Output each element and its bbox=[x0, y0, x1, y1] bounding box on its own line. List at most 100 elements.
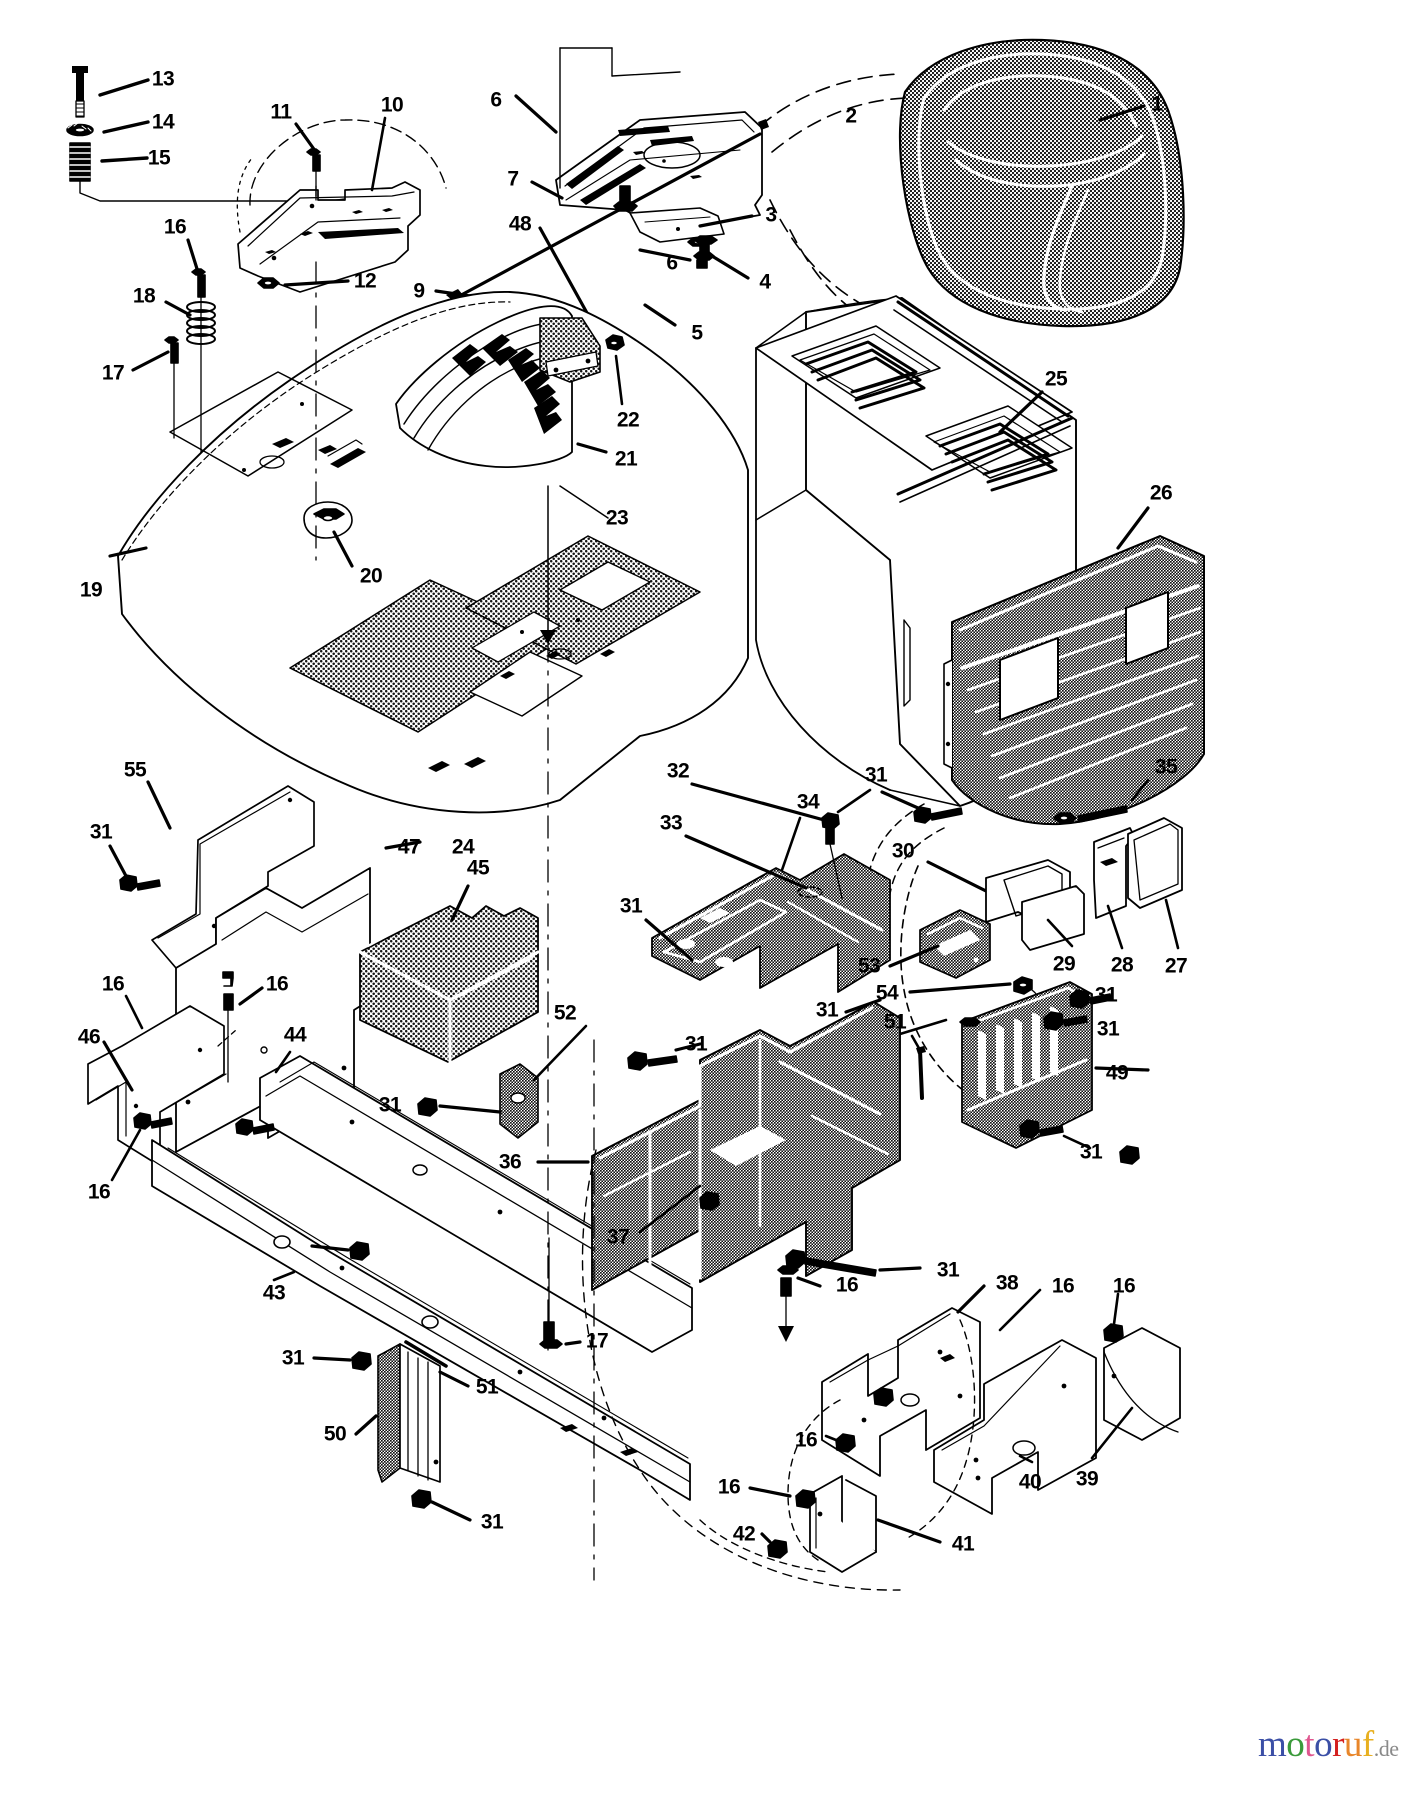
callout-31-f: 31 bbox=[1096, 1017, 1120, 1041]
callout-41: 41 bbox=[951, 1532, 975, 1556]
part-31-nut-a bbox=[959, 1017, 981, 1027]
callout-28: 28 bbox=[1110, 953, 1134, 977]
part-23-decal bbox=[452, 334, 562, 434]
callout-7: 7 bbox=[507, 167, 519, 191]
callout-45: 45 bbox=[466, 856, 490, 880]
part-53-bracket bbox=[919, 909, 991, 979]
callout-31-i: 31 bbox=[1079, 1140, 1103, 1164]
part-51-rod-a bbox=[916, 1046, 926, 1100]
callout-38: 38 bbox=[995, 1271, 1019, 1295]
part-27-cover bbox=[1127, 817, 1183, 909]
callout-2: 2 bbox=[845, 104, 857, 128]
part-12-nut bbox=[257, 277, 280, 289]
callout-4: 4 bbox=[759, 270, 771, 294]
part-29-lens bbox=[985, 859, 1085, 951]
callout-18: 18 bbox=[132, 284, 156, 308]
callout-40: 40 bbox=[1018, 1470, 1042, 1494]
callout-16-d: 16 bbox=[87, 1180, 111, 1204]
part-52-clip bbox=[499, 1063, 539, 1139]
callout-42: 42 bbox=[732, 1522, 756, 1546]
callout-13: 13 bbox=[151, 67, 175, 91]
callout-31-l: 31 bbox=[480, 1510, 504, 1534]
part-43-frame-rail-left bbox=[151, 1139, 691, 1501]
callout-46: 46 bbox=[77, 1025, 101, 1049]
part-50-bracket bbox=[377, 1343, 441, 1483]
part-19-fender-body bbox=[117, 291, 749, 814]
part-33-washer bbox=[797, 886, 823, 898]
callout-23: 23 bbox=[605, 506, 629, 530]
part-17-bolt bbox=[164, 336, 179, 439]
part-31-screw-k bbox=[411, 1489, 432, 1509]
callout-19: 19 bbox=[79, 578, 103, 602]
callout-31-k: 31 bbox=[281, 1346, 305, 1370]
callout-5: 5 bbox=[691, 321, 703, 345]
callout-16-f: 16 bbox=[1112, 1274, 1136, 1298]
part-16-screw-f bbox=[1103, 1323, 1124, 1343]
part-26-grille bbox=[943, 535, 1205, 826]
callout-24: 24 bbox=[451, 835, 475, 859]
part-17-bolt-lower bbox=[539, 1237, 563, 1349]
part-20-grommet bbox=[303, 501, 353, 539]
watermark-suffix: .de bbox=[1373, 1736, 1399, 1761]
callout-31-g: 31 bbox=[684, 1032, 708, 1056]
callout-53: 53 bbox=[857, 954, 881, 978]
part-40-bracket bbox=[933, 1339, 1097, 1515]
part-14-washer bbox=[66, 122, 94, 137]
callout-50: 50 bbox=[323, 1422, 347, 1446]
part-16-screw-g bbox=[795, 1489, 816, 1509]
callout-31-h: 31 bbox=[378, 1093, 402, 1117]
part-51-rod-b bbox=[404, 1340, 448, 1368]
part-16-screw-c bbox=[235, 1118, 275, 1136]
callout-31-c: 31 bbox=[619, 894, 643, 918]
callout-30: 30 bbox=[891, 839, 915, 863]
callout-54: 54 bbox=[875, 981, 899, 1005]
callout-16-a: 16 bbox=[163, 215, 187, 239]
callout-55: 55 bbox=[123, 758, 147, 782]
callout-16-c: 16 bbox=[265, 972, 289, 996]
part-44-frame-rail-right bbox=[259, 1055, 693, 1353]
part-16-screw-h bbox=[835, 1433, 856, 1453]
callout-44: 44 bbox=[283, 1023, 307, 1047]
callout-51-a: 51 bbox=[883, 1010, 907, 1034]
part-31-screw-i bbox=[417, 1097, 438, 1117]
callout-48: 48 bbox=[508, 212, 532, 236]
watermark-letter-o1: o bbox=[1286, 1724, 1305, 1765]
callout-20: 20 bbox=[359, 564, 383, 588]
callout-36: 36 bbox=[498, 1150, 522, 1174]
part-36-guard-lower bbox=[591, 1001, 901, 1291]
part-5-seat-pan bbox=[555, 111, 763, 233]
part-31-screw-h bbox=[785, 1249, 877, 1277]
part-34-guard bbox=[651, 853, 891, 993]
part-31-screw-f bbox=[627, 1051, 678, 1071]
callout-6-b: 6 bbox=[666, 251, 678, 275]
part-31-screw-c bbox=[1069, 989, 1112, 1009]
callout-49: 49 bbox=[1105, 1061, 1129, 1085]
part-22-clip bbox=[605, 334, 625, 351]
part-7-bolt bbox=[613, 185, 638, 212]
callout-3: 3 bbox=[765, 203, 777, 227]
part-15-spring bbox=[69, 142, 91, 182]
callout-16-b: 16 bbox=[101, 972, 125, 996]
callout-33: 33 bbox=[659, 811, 683, 835]
part-16-bolt-upper bbox=[191, 268, 206, 471]
callout-37: 37 bbox=[606, 1225, 630, 1249]
watermark-letter-t: t bbox=[1304, 1724, 1315, 1765]
part-42-screw bbox=[767, 1539, 788, 1559]
part-11-bolt bbox=[306, 148, 321, 197]
callout-29: 29 bbox=[1052, 952, 1076, 976]
part-31-screw-e bbox=[1019, 1119, 1064, 1139]
part-38-bracket bbox=[821, 1307, 981, 1477]
callout-52: 52 bbox=[553, 1001, 577, 1025]
part-31-screw-d bbox=[1043, 1011, 1088, 1031]
part-35-nut bbox=[1053, 805, 1128, 824]
part-39-panel bbox=[1103, 1327, 1181, 1441]
callout-1: 1 bbox=[1151, 92, 1163, 116]
part-31-screw-l bbox=[349, 1241, 370, 1261]
watermark-letter-u: u bbox=[1343, 1724, 1363, 1765]
watermark-letter-o2: o bbox=[1314, 1724, 1333, 1765]
part-46-bracket bbox=[87, 1005, 227, 1167]
callout-26: 26 bbox=[1149, 481, 1173, 505]
part-48-bracket bbox=[539, 317, 601, 383]
part-31-screw-g bbox=[699, 1191, 720, 1211]
